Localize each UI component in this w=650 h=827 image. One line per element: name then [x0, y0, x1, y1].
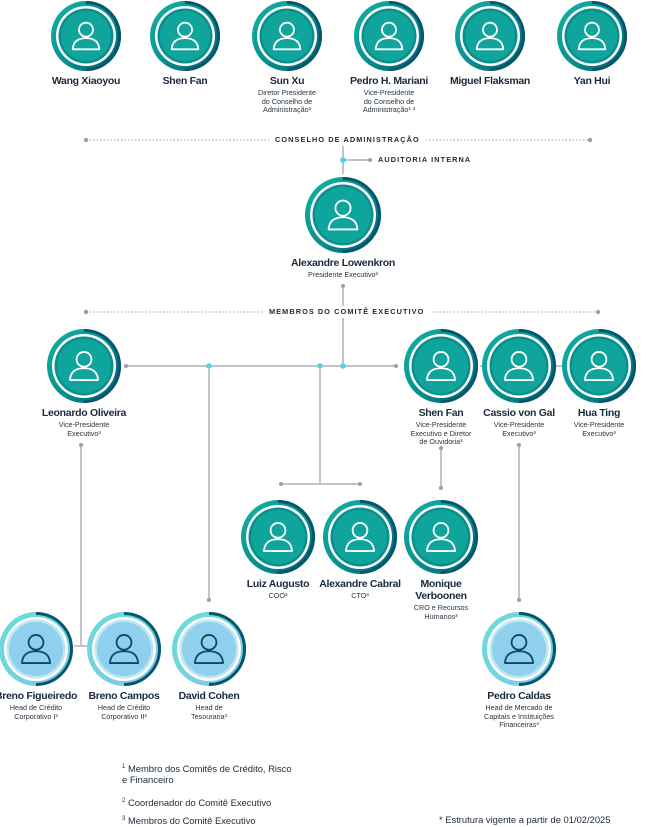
person-icon	[241, 500, 315, 574]
person-name: Leonardo Oliveira	[41, 407, 127, 419]
person-role: Vice-Presidente Executivo³	[573, 420, 625, 438]
person-role: CRO e Recursos Humanos³	[413, 603, 469, 621]
person-name: Pedro H. Mariani	[349, 75, 429, 87]
ombudsman-dot	[439, 446, 443, 450]
person-name: Alexandre Cabral	[319, 578, 401, 590]
board-line-end	[587, 137, 593, 143]
committee-section-label: MEMBROS DO COMITÊ EXECUTIVO	[263, 307, 431, 316]
vp-bus-dot	[394, 364, 398, 368]
person-icon	[455, 1, 525, 71]
person-name: Luiz Augusto	[246, 578, 310, 590]
person-role: Head de Crédito Corporativo I³	[9, 703, 63, 721]
person-role: Vice-Presidente Executivo³	[58, 420, 110, 438]
person-icon	[557, 1, 627, 71]
person-role: COO³	[268, 591, 288, 600]
person-role: Head de Crédito Corporativo II³	[97, 703, 151, 721]
person-role: Head de Tesouraria³	[191, 703, 227, 721]
person-name: Alexandre Lowenkron	[291, 257, 395, 269]
bus-junction	[206, 363, 212, 369]
treasury-dot	[207, 598, 211, 602]
ceo-connector-dot	[341, 284, 345, 288]
markets-dot	[517, 598, 521, 602]
board-line-end	[83, 137, 89, 143]
person-role: Diretor Presidente do Conselho de Admini…	[258, 88, 316, 115]
officers-bus-dot	[358, 482, 362, 486]
committee-line-end	[595, 309, 601, 315]
person-role: Vice-Presidente Executivo³	[493, 420, 545, 438]
bus-junction	[340, 363, 346, 369]
person-name: Pedro Caldas	[487, 690, 551, 702]
person-name: Wang Xiaoyou	[51, 75, 121, 87]
person-icon	[305, 177, 381, 253]
person-role: Vice-Presidente Executivo e Diretor de O…	[410, 420, 472, 447]
person-icon	[482, 612, 556, 686]
person-name: Shen Fan	[162, 75, 208, 87]
footnote-3: 3 Membros do Comitê Executivo	[122, 815, 256, 827]
bus-junction	[317, 363, 323, 369]
committee-line-end	[83, 309, 89, 315]
person-name: Monique Verboonen	[415, 578, 467, 602]
person-role: Presidente Executivo³	[308, 270, 378, 279]
ombudsman-dot	[439, 486, 443, 490]
person-name: Sun Xu	[269, 75, 305, 87]
officers-bus-dot	[279, 482, 283, 486]
person-icon	[51, 1, 121, 71]
person-icon	[354, 1, 424, 71]
markets-dot	[517, 443, 521, 447]
person-icon	[404, 500, 478, 574]
vp-bus-dot	[124, 364, 128, 368]
person-name: Yan Hui	[573, 75, 611, 87]
footnote-2: 2 Coordenador do Comitê Executivo	[122, 797, 272, 809]
person-icon	[562, 329, 636, 403]
audit-junction	[340, 157, 346, 163]
audit-end-dot	[368, 158, 372, 162]
person-name: Breno Campos	[88, 690, 160, 702]
person-role: CTO³	[351, 591, 369, 600]
person-role: Vice-Presidente do Conselho de Administr…	[362, 88, 416, 115]
person-icon	[172, 612, 246, 686]
effective-date-note: * Estrutura vigente a partir de 01/02/20…	[439, 814, 611, 825]
person-name: Shen Fan	[418, 407, 464, 419]
person-icon	[482, 329, 556, 403]
person-icon	[404, 329, 478, 403]
footnote-1: 1 Membro dos Comitês de Crédito, Risco e…	[122, 763, 292, 786]
person-icon	[323, 500, 397, 574]
person-name: Hua Ting	[577, 407, 621, 419]
person-icon	[87, 612, 161, 686]
person-name: Miguel Flaksman	[449, 75, 531, 87]
person-role: Head de Mercado de Capitais e Instituiçõ…	[484, 703, 554, 730]
person-name: Cassio von Gal	[483, 407, 555, 419]
person-name: David Cohen	[178, 690, 240, 702]
board-section-label: CONSELHO DE ADMINISTRAÇÃO	[269, 135, 426, 144]
audit-section-label: AUDITORIA INTERNA	[374, 155, 478, 164]
person-icon	[252, 1, 322, 71]
person-name: Breno Figueiredo	[0, 690, 78, 702]
credit-dot	[79, 443, 83, 447]
person-icon	[47, 329, 121, 403]
person-icon	[0, 612, 73, 686]
person-icon	[150, 1, 220, 71]
